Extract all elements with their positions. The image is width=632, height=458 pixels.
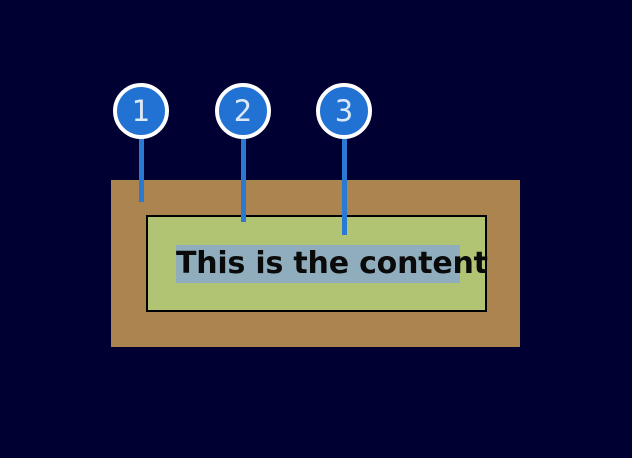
callout-bubble-1[interactable]: 1 <box>113 83 169 139</box>
callout-bubble-3[interactable]: 3 <box>316 83 372 139</box>
callout-leader-line-3 <box>342 130 347 235</box>
callout-leader-line-1 <box>139 130 144 202</box>
callout-leader-line-2 <box>241 130 246 222</box>
content-text: This is the content <box>176 245 488 283</box>
callout-bubble-2[interactable]: 2 <box>215 83 271 139</box>
